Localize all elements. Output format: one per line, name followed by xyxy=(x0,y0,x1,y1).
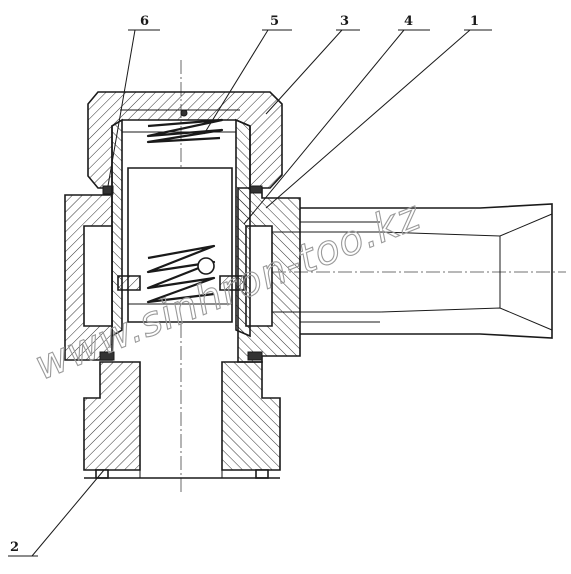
bottom-fitting xyxy=(83,361,281,479)
valve-body xyxy=(64,185,301,363)
callout-1: 1 xyxy=(470,14,479,29)
callout-5: 5 xyxy=(270,14,279,29)
callout-4: 4 xyxy=(404,14,413,29)
leader-lines xyxy=(8,29,492,557)
callout-6: 6 xyxy=(140,14,149,29)
inner-sleeve xyxy=(111,118,251,338)
callout-2: 2 xyxy=(10,540,19,555)
lower-spring xyxy=(128,244,232,305)
upper-spring xyxy=(146,109,224,144)
callout-3: 3 xyxy=(340,14,349,29)
side-outlet-pipe xyxy=(272,203,553,339)
